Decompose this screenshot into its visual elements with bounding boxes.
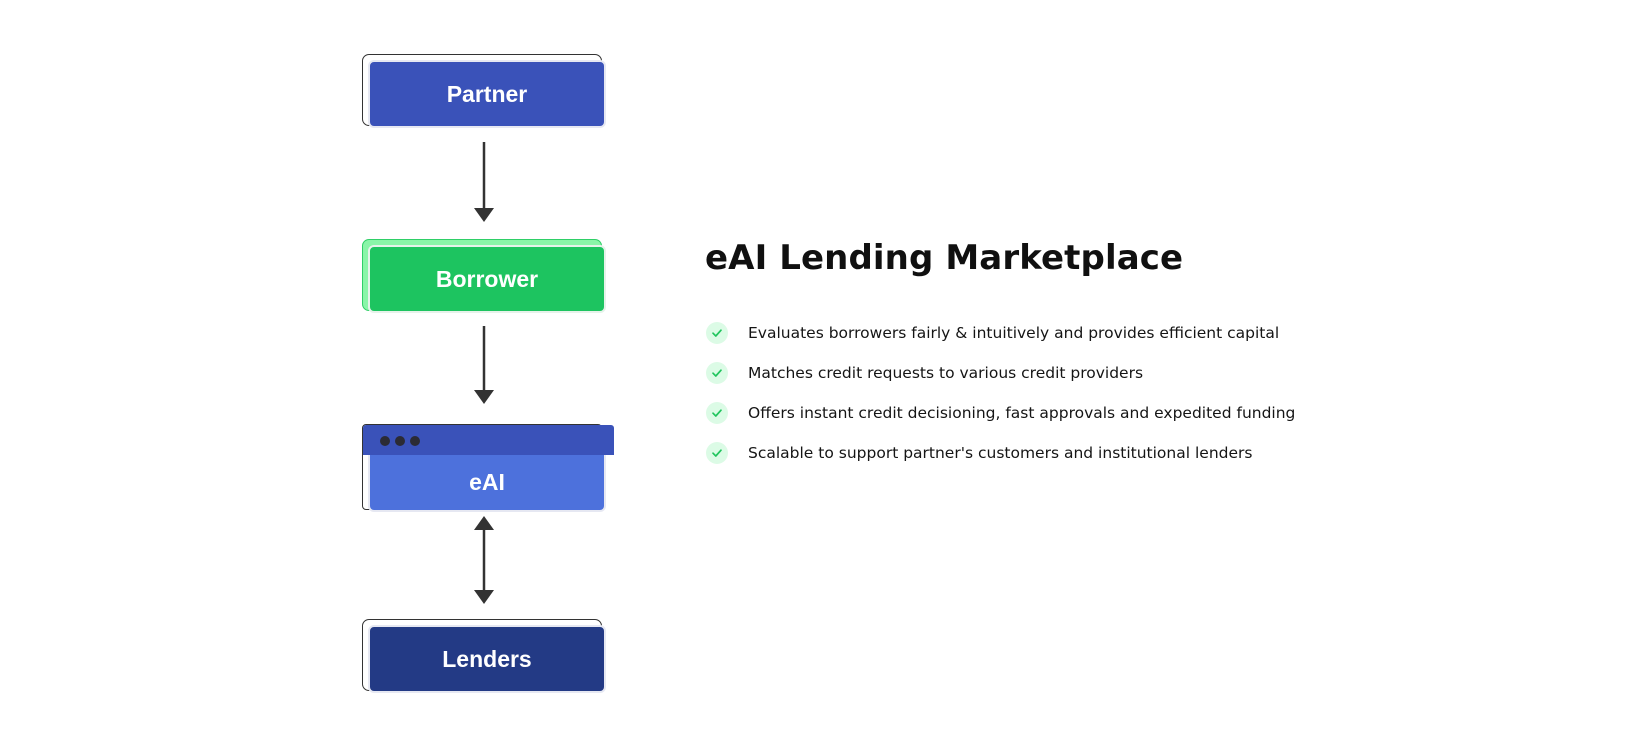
connector-arrows (474, 142, 494, 604)
feature-text: Evaluates borrowers fairly & intuitively… (748, 324, 1280, 342)
window-dot-icon (410, 436, 420, 446)
arrow-borrower-to-eai (474, 326, 494, 404)
window-titlebar (363, 425, 614, 455)
arrow-eai-lenders-bidirectional (474, 516, 494, 604)
node-borrower-label: Borrower (368, 245, 606, 313)
check-icon (706, 402, 728, 424)
feature-item: Scalable to support partner's customers … (705, 433, 1585, 473)
window-dot-icon (395, 436, 405, 446)
flow-diagram: Partner Borrower eAI Lenders (0, 0, 640, 748)
feature-text: Scalable to support partner's customers … (748, 444, 1253, 462)
feature-text: Offers instant credit decisioning, fast … (748, 404, 1296, 422)
feature-item: Evaluates borrowers fairly & intuitively… (705, 313, 1585, 353)
check-icon (706, 442, 728, 464)
node-eai: eAI (362, 424, 614, 512)
node-partner-label: Partner (368, 60, 606, 128)
check-icon (706, 322, 728, 344)
feature-text: Matches credit requests to various credi… (748, 364, 1144, 382)
info-panel: eAI Lending Marketplace Evaluates borrow… (705, 238, 1585, 473)
node-partner: Partner (362, 54, 606, 128)
window-dot-icon (380, 436, 390, 446)
feature-item: Offers instant credit decisioning, fast … (705, 393, 1585, 433)
arrow-partner-to-borrower (474, 142, 494, 222)
check-icon (706, 362, 728, 384)
feature-item: Matches credit requests to various credi… (705, 353, 1585, 393)
feature-list: Evaluates borrowers fairly & intuitively… (705, 313, 1585, 473)
section-title: eAI Lending Marketplace (705, 238, 1184, 278)
node-lenders-label: Lenders (368, 625, 606, 693)
node-borrower: Borrower (362, 239, 606, 313)
node-lenders: Lenders (362, 619, 606, 693)
